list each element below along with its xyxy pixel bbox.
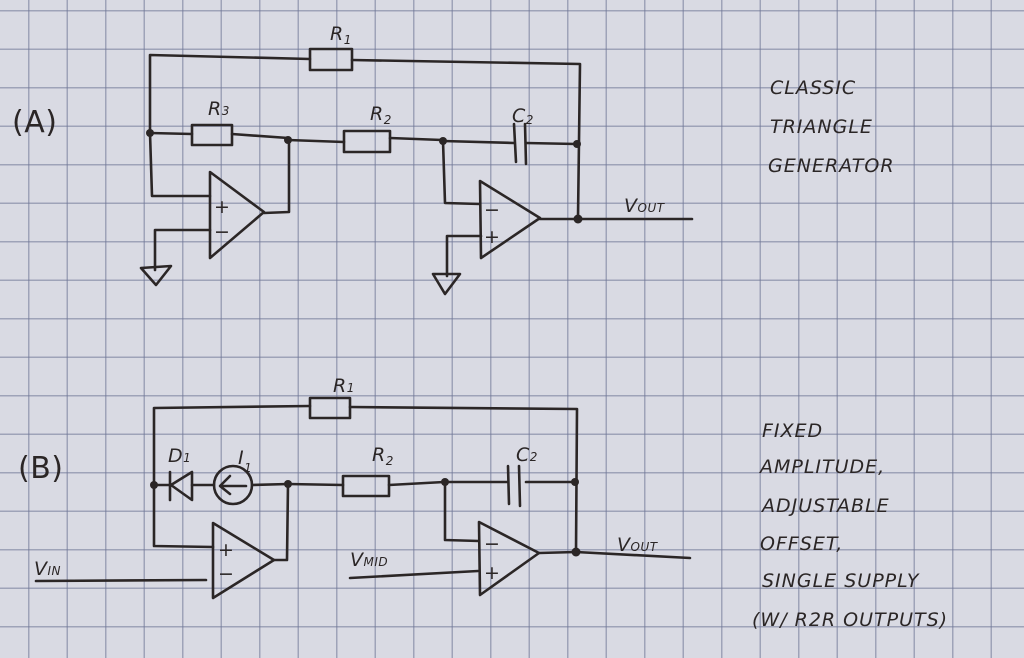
circuit-a-wire-r2-left	[286, 138, 346, 144]
circuit-b-title-line-3: ADJUSTABLE	[760, 495, 890, 517]
circuit-b-capacitor-c2	[506, 464, 522, 508]
circuit-a-opamp-2-plus: +	[484, 226, 500, 248]
circuit-b-wire-opamp1-plus	[152, 483, 215, 549]
circuit-a-c2-label: C2	[512, 105, 534, 127]
circuit-a-r3-label: R3	[208, 98, 230, 120]
circuit-a-wire-r1-left	[148, 53, 312, 137]
circuit-a-wire-opamp2-plus	[445, 234, 483, 278]
circuit-b-vin-label: VIN	[34, 558, 61, 580]
circuit-b-i1-arrow-icon	[218, 474, 248, 496]
circuit-b-d1-label: D1	[168, 445, 191, 467]
circuit-a: (A) R1 R3 R2 C2 + − −	[12, 23, 895, 296]
circuit-a-wire-opamp2-minus	[441, 139, 482, 206]
circuit-b-resistor-r2	[341, 474, 391, 498]
circuit-b-opamp-1-plus: +	[218, 539, 234, 561]
circuit-a-junction-c2-out	[573, 140, 581, 148]
circuit-b-c2-label: C2	[516, 444, 538, 466]
circuit-b-title-line-6: (W/ R2R OUTPUTS)	[752, 609, 948, 631]
circuit-a-ground-1	[139, 264, 173, 287]
circuit-a-resistor-r2	[342, 129, 392, 154]
circuit-b-r1-label: R1	[333, 375, 355, 397]
circuit-a-vout-label: VOUT	[624, 195, 666, 217]
circuit-a-wire-opamp1-minus	[153, 228, 212, 272]
circuit-b-title-line-4: OFFSET,	[760, 533, 843, 555]
circuit-b-r2-label: R2	[372, 444, 394, 468]
circuit-a-resistor-r3	[190, 123, 234, 147]
circuit-b-i1-label: I1	[238, 447, 252, 475]
circuit-a-wire-c2-right	[524, 141, 578, 146]
circuit-a-wire-r3-right	[230, 132, 290, 140]
circuit-b-wire-opamp1-out	[272, 482, 290, 562]
circuit-a-title-line-3: GENERATOR	[768, 155, 895, 177]
circuit-b-junction-output	[571, 547, 581, 557]
circuit-a-opamp-1	[208, 170, 266, 260]
circuit-b-opamp-1-minus: −	[218, 563, 234, 585]
circuit-b-title-line-5: SINGLE SUPPLY	[762, 570, 920, 592]
circuit-a-opamp-1-minus: −	[214, 221, 230, 243]
circuit-a-r1-label: R1	[330, 23, 352, 47]
circuit-a-r2-label: R2	[370, 103, 392, 127]
circuit-a-wire-opamp1-plus	[148, 131, 212, 198]
circuit-a-title-line-2: TRIANGLE	[770, 116, 873, 138]
circuit-b-wire-vin	[34, 578, 208, 583]
circuit-a-opamp-2	[478, 179, 542, 260]
circuit-a-wire-opamp1-out	[262, 138, 291, 215]
circuit-a-opamp-1-plus: +	[214, 196, 230, 218]
circuit-b-vout-label: VOUT	[617, 534, 659, 556]
circuit-a-wire-r2-right	[388, 136, 444, 142]
circuit-b-junction-c2-out	[571, 478, 579, 486]
circuit-b-diode-d1	[168, 470, 194, 502]
circuit-a-title-line-1: CLASSIC	[770, 77, 856, 99]
circuit-b-opamp-2-minus: −	[484, 533, 500, 555]
circuit-b-title-line-2: AMPLITUDE,	[758, 456, 885, 478]
circuit-b-wire-output	[537, 550, 692, 560]
circuit-b-label: (B)	[18, 451, 64, 486]
circuit-a-wire-r3-left	[148, 131, 194, 136]
circuit-b-vmid-label: VMID	[350, 549, 388, 571]
circuit-b-wire-r1-right	[348, 405, 579, 554]
circuit-b-opamp-2	[477, 520, 541, 597]
circuit-b-opamp-1	[211, 521, 276, 600]
circuit-a-resistor-r1	[308, 47, 354, 72]
circuit-b-wire-vmid	[348, 569, 480, 580]
circuit-b: (B) R1 D1 I1 R2 C2 + −	[18, 375, 948, 631]
circuit-a-ground-2	[431, 272, 462, 296]
circuit-b-wire-r1-left	[152, 404, 312, 487]
circuit-b-wire-r2-right	[387, 480, 446, 487]
circuit-b-title-line-1: FIXED	[762, 420, 823, 442]
circuit-a-opamp-2-minus: −	[484, 199, 500, 221]
circuit-a-wire-r1-right	[350, 58, 582, 220]
circuit-b-resistor-r1	[308, 396, 352, 420]
circuit-a-junction-output	[573, 214, 583, 224]
circuit-a-wire-c2-left	[441, 139, 516, 145]
circuit-a-capacitor-c2	[512, 122, 528, 166]
circuit-b-wire-i1-right	[250, 482, 290, 487]
circuit-b-wire-r2-left	[286, 482, 345, 487]
circuit-b-opamp-2-plus: +	[484, 562, 500, 584]
circuit-a-label: (A)	[12, 105, 57, 140]
circuit-b-wire-opamp2-minus	[443, 480, 481, 543]
